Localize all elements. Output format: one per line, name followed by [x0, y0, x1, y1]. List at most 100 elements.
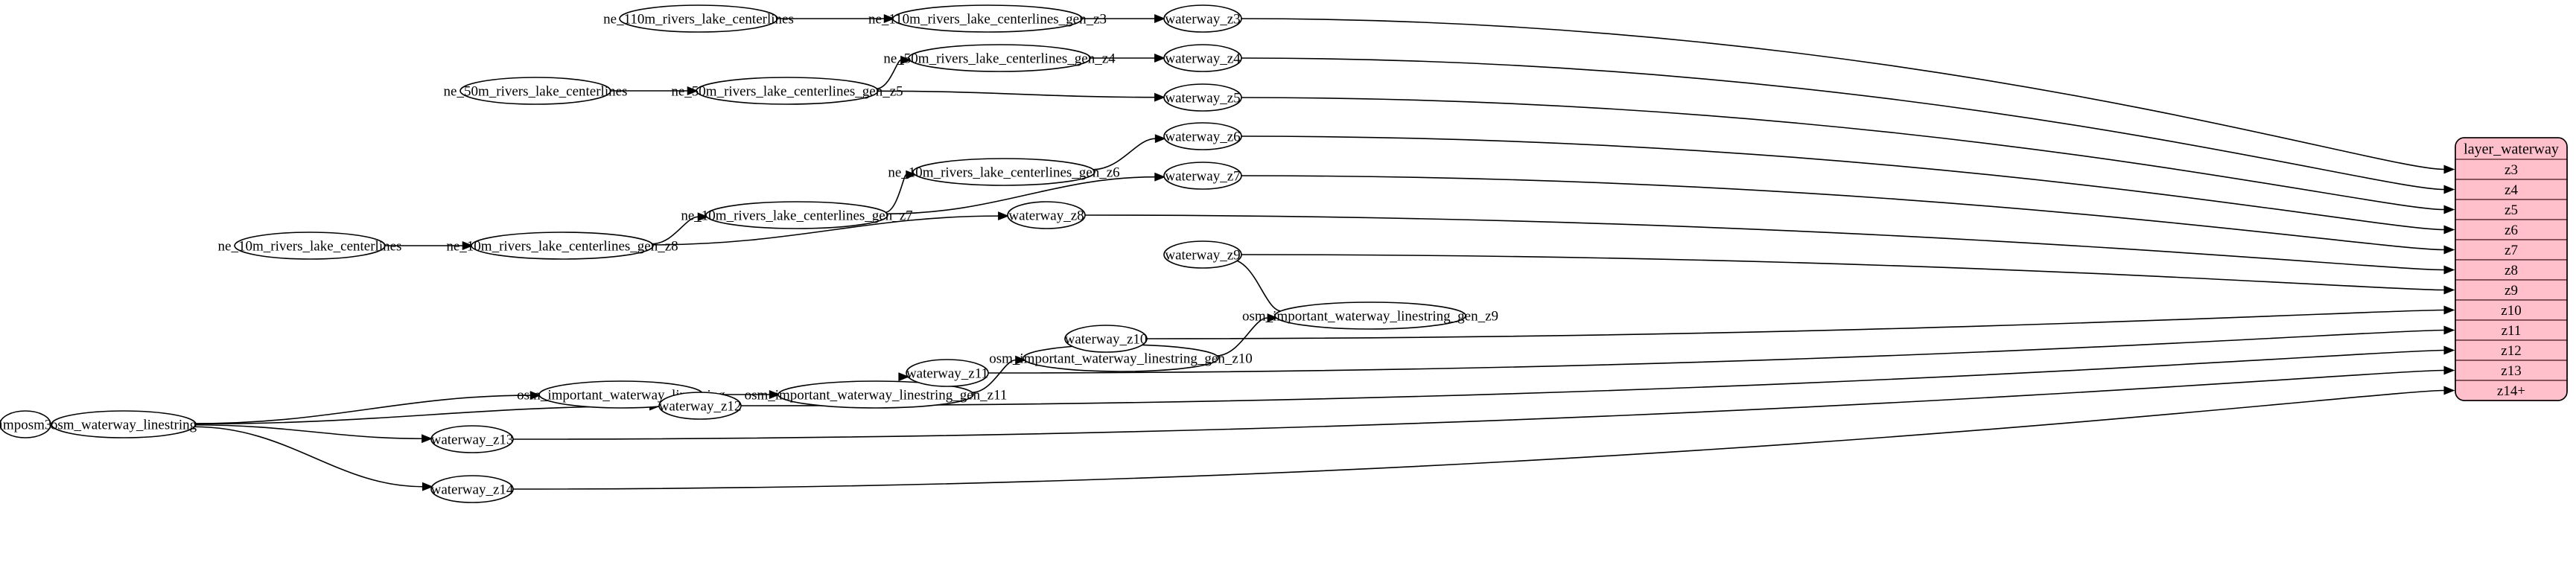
edge-arrowhead	[422, 482, 433, 491]
node-waterway_z3[interactable]: waterway_z3	[1163, 4, 1242, 33]
edge-arrowhead	[900, 55, 912, 65]
edge-line	[512, 389, 2445, 490]
edge-ne_10m_rivers_lake_centerlines_gen_z7-to-ne_10m_rivers_lake_centerlines_gen_z6-line	[885, 173, 907, 214]
node-waterway_z5[interactable]: waterway_z5	[1163, 83, 1242, 112]
node-waterway_z10[interactable]: waterway_z10	[1064, 325, 1148, 353]
node-ne_110m_rivers_lake_centerlines[interactable]: ne_110m_rivers_lake_centerlines	[603, 4, 794, 33]
node-shape-ne_110m_rivers_lake_centerlines	[619, 4, 778, 33]
edge-osm_waterway_linestring-to-waterway_z13-line	[194, 424, 422, 440]
edge-ne_10m_rivers_lake_centerlines_gen_z6-to-waterway_z6-line	[1092, 138, 1156, 170]
edge-line	[1241, 57, 2445, 191]
node-waterway_z12[interactable]: waterway_z12	[658, 392, 742, 420]
edge-ne_10m_rivers_lake_centerlines_gen_z6-to-waterway_z6	[1092, 134, 1166, 170]
edge-line	[740, 349, 2445, 406]
node-shape-ne_110m_rivers_lake_centerlines_gen_z3	[892, 4, 1083, 33]
edge-arrowhead	[2443, 386, 2455, 395]
edge-waterway_z13-to-table-z13	[512, 366, 2455, 440]
node-osm_waterway_linestring[interactable]: osm_waterway_linestring	[51, 410, 197, 438]
node-shape-waterway_z10	[1064, 325, 1148, 353]
edge-line	[1241, 135, 2445, 231]
node-shape-waterway_z9	[1163, 240, 1242, 269]
node-shape-ne_10m_rivers_lake_centerlines	[234, 232, 386, 260]
edge-ne_50m_rivers_lake_centerlines-to-ne_50m_rivers_lake_centerlines_gen_z5	[609, 86, 699, 95]
node-shape-osm_important_waterway_linestring_gen_z11	[777, 380, 974, 409]
edge-arrowhead	[2443, 225, 2455, 234]
node-imposm3[interactable]: imposm3	[0, 410, 51, 438]
node-shape-imposm3	[0, 410, 51, 438]
node-waterway_z9[interactable]: waterway_z9	[1163, 240, 1242, 269]
node-ne_10m_rivers_lake_centerlines_gen_z6[interactable]: ne_10m_rivers_lake_centerlines_gen_z6	[888, 158, 1120, 186]
edge-arrowhead	[2443, 165, 2455, 174]
edge-arrowhead	[1154, 172, 1166, 182]
edge-arrowhead	[2443, 205, 2455, 214]
edge-osm_important_waterway_linestring_gen_z11-to-osm_important_waterway_linestring_gen_z10	[971, 355, 1027, 394]
node-shape-ne_50m_rivers_lake_centerlines_gen_z5	[696, 77, 879, 105]
edge-waterway_z4-to-table-z4	[1241, 57, 2455, 194]
edge-line	[988, 329, 2445, 374]
node-waterway_z4[interactable]: waterway_z4	[1163, 44, 1242, 72]
edge-arrowhead	[2443, 265, 2455, 275]
edge-waterway_z14-to-table-z14+	[512, 386, 2455, 490]
edge-osm_waterway_linestring-to-waterway_z14	[194, 426, 433, 491]
edge-arrowhead	[529, 391, 541, 401]
node-shape-waterway_z14	[430, 475, 514, 503]
node-ne_10m_rivers_lake_centerlines_gen_z8[interactable]: ne_10m_rivers_lake_centerlines_gen_z8	[446, 232, 678, 260]
edge-arrowhead	[1015, 355, 1027, 365]
node-shape-waterway_z12	[658, 392, 742, 420]
node-waterway_z6[interactable]: waterway_z6	[1163, 122, 1242, 150]
edge-ne_50m_rivers_lake_centerlines_gen_z5-to-ne_50m_rivers_lake_centerlines_gen_z4-line	[876, 59, 902, 90]
edge-line	[1146, 309, 2445, 339]
node-shape-waterway_z6	[1163, 122, 1242, 150]
node-waterway_z11[interactable]: waterway_z11	[906, 359, 989, 387]
node-shape-waterway_z11	[906, 359, 989, 387]
node-ne_50m_rivers_lake_centerlines_gen_z4[interactable]: ne_50m_rivers_lake_centerlines_gen_z4	[883, 44, 1116, 72]
table-row-label-z11: z11	[2502, 323, 2522, 339]
table-row-label-z7: z7	[2505, 243, 2518, 258]
edge-arrowhead	[1267, 313, 1279, 322]
node-osm_important_waterway_linestring_gen_z9[interactable]: osm_important_waterway_linestring_gen_z9	[1242, 301, 1498, 330]
edge-arrowhead	[1154, 92, 1165, 102]
table-title: layer_waterway	[2464, 141, 2559, 158]
edge-osm_waterway_linestring-to-waterway_z14-line	[194, 426, 423, 488]
edge-arrowhead	[462, 241, 474, 250]
node-ne_50m_rivers_lake_centerlines[interactable]: ne_50m_rivers_lake_centerlines	[444, 77, 628, 105]
table-outline	[2455, 137, 2568, 401]
edge-arrowhead	[422, 434, 433, 444]
table-row-label-z6: z6	[2505, 223, 2518, 238]
edge-ne_10m_rivers_lake_centerlines-to-ne_10m_rivers_lake_centerlines_gen_z8	[384, 241, 474, 250]
table-row-label-z12: z12	[2501, 343, 2521, 359]
edge-arrowhead	[998, 211, 1009, 221]
node-shape-waterway_z13	[430, 425, 514, 453]
node-ne_50m_rivers_lake_centerlines_gen_z5[interactable]: ne_50m_rivers_lake_centerlines_gen_z5	[671, 77, 903, 105]
node-waterway_z7[interactable]: waterway_z7	[1163, 162, 1242, 190]
node-waterway_z13[interactable]: waterway_z13	[430, 425, 514, 453]
edge-ne_110m_rivers_lake_centerlines-to-ne_110m_rivers_lake_centerlines_gen_z3	[776, 14, 895, 23]
edge-osm_important_waterway_linestring_gen_z10-to-osm_important_waterway_linestring_gen_z9-line	[1215, 317, 1268, 357]
node-shape-ne_50m_rivers_lake_centerlines	[459, 77, 611, 105]
edge-line	[512, 369, 2445, 440]
table-row-label-z8: z8	[2505, 263, 2518, 278]
node-waterway_z14[interactable]: waterway_z14	[430, 475, 514, 503]
node-shape-osm_important_waterway_linestring_gen_z9	[1274, 301, 1466, 330]
edge-ne_50m_rivers_lake_centerlines_gen_z4-to-waterway_z4	[1089, 54, 1165, 63]
node-ne_10m_rivers_lake_centerlines_gen_z7[interactable]: ne_10m_rivers_lake_centerlines_gen_z7	[681, 201, 913, 229]
edge-osm_important_waterway_linestring_gen_z11-to-osm_important_waterway_linestring_gen_z10-line	[971, 359, 1016, 394]
node-shape-ne_10m_rivers_lake_centerlines_gen_z6	[912, 158, 1095, 186]
node-shape-ne_10m_rivers_lake_centerlines_gen_z7	[705, 201, 888, 229]
edge-ne_10m_rivers_lake_centerlines_gen_z8-to-waterway_z8	[652, 211, 1009, 246]
edge-ne_10m_rivers_lake_centerlines_gen_z7-to-ne_10m_rivers_lake_centerlines_gen_z6	[885, 170, 917, 214]
node-ne_10m_rivers_lake_centerlines[interactable]: ne_10m_rivers_lake_centerlines	[218, 232, 402, 260]
table-row-label-z10: z10	[2501, 303, 2521, 319]
edge-osm_important_waterway_linestring_gen_z10-to-osm_important_waterway_linestring_gen_z9	[1215, 313, 1279, 357]
table-row-label-z4: z4	[2505, 182, 2518, 198]
edge-arrowhead	[883, 14, 895, 23]
edge-waterway_z5-to-table-z5	[1241, 97, 2455, 214]
node-ne_110m_rivers_lake_centerlines_gen_z3[interactable]: ne_110m_rivers_lake_centerlines_gen_z3	[868, 4, 1107, 33]
edge-arrowhead	[2443, 345, 2455, 355]
edge-arrowhead	[2443, 325, 2455, 335]
edge-ne_10m_rivers_lake_centerlines_gen_z7-to-waterway_z7-line	[886, 176, 1155, 215]
edge-arrowhead	[2443, 185, 2455, 194]
node-waterway_z8[interactable]: waterway_z8	[1007, 201, 1086, 229]
edge-arrowhead	[2443, 285, 2455, 295]
